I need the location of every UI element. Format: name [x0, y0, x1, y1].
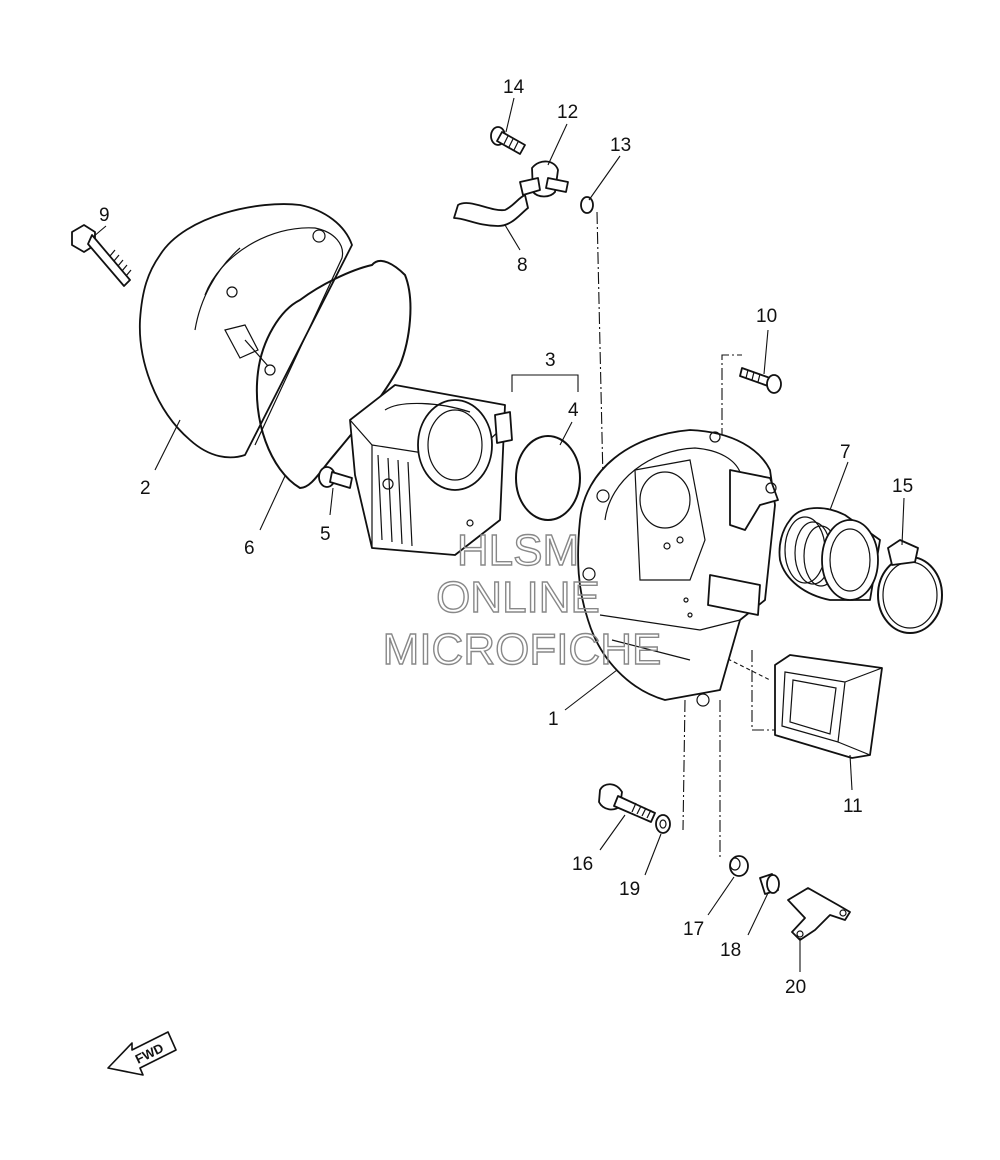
callout-7: 7	[840, 442, 851, 463]
part-12-fitting	[519, 160, 569, 198]
part-4-o-ring	[515, 435, 581, 521]
part-9-bolt	[71, 224, 132, 287]
part-15-clamp	[877, 539, 943, 634]
part-1-main-housing	[577, 429, 779, 707]
callout-11: 11	[843, 796, 863, 817]
callout-17: 17	[683, 919, 704, 940]
callout-8: 8	[517, 255, 528, 276]
callout-3: 3	[545, 350, 556, 371]
callout-13: 13	[610, 135, 631, 156]
callout-19: 19	[619, 879, 640, 900]
part-17-grommet	[729, 855, 749, 877]
watermark-line-1: HLSM	[457, 526, 579, 575]
watermark-line-2: ONLINE	[436, 573, 600, 622]
part-10-screw	[739, 367, 782, 394]
callout-2: 2	[140, 478, 151, 499]
part-7-joint	[778, 507, 881, 601]
leader-lines	[92, 97, 905, 972]
part-5-screw	[318, 466, 353, 489]
callout-4: 4	[568, 400, 579, 421]
callout-20: 20	[785, 977, 806, 998]
callout-14: 14	[503, 77, 525, 98]
callout-15: 15	[892, 476, 913, 497]
callout-5: 5	[320, 524, 331, 545]
part-3-filter-case	[349, 384, 513, 556]
callout-10: 10	[756, 306, 777, 327]
callout-16: 16	[572, 854, 593, 875]
fwd-arrow-icon: FWD	[107, 1031, 177, 1076]
part-6-gasket	[255, 259, 412, 490]
part-8-hose	[453, 194, 529, 227]
callout-12: 12	[557, 102, 578, 123]
part-11-cover	[774, 654, 883, 759]
part-20-bracket	[787, 887, 851, 941]
callout-6: 6	[244, 538, 255, 559]
watermark: HLSM ONLINE MICROFICHE	[382, 525, 662, 674]
callout-labels: 1 2 3 4 5 6 7 8 9 10 11 12 13 14 15 16 1…	[99, 77, 913, 998]
part-13-o-ring	[580, 196, 594, 214]
callout-1: 1	[548, 709, 559, 730]
callout-9: 9	[99, 205, 110, 226]
watermark-line-3: MICROFICHE	[383, 625, 662, 674]
part-14-screw	[490, 126, 526, 155]
callout-18: 18	[720, 940, 741, 961]
part-19-washer	[655, 814, 671, 834]
part-2-case-cover	[138, 203, 353, 459]
part-18-collar	[759, 873, 780, 895]
part-16-bolt	[598, 783, 656, 823]
